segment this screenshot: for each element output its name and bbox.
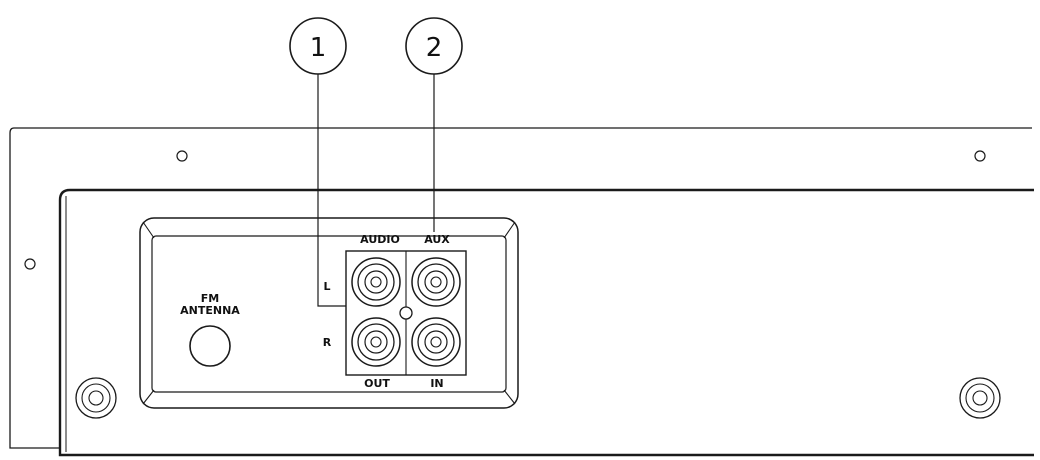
out-label: OUT [364,377,390,390]
inner-panel [58,188,1034,457]
outer-chassis-outline [9,127,1032,449]
aux-label: AUX [424,233,450,246]
fm-antenna-label-line1: FM [201,292,219,305]
callout-2-number: 2 [426,33,443,63]
in-label: IN [430,377,443,390]
aux-in-right-jack[interactable] [411,317,461,367]
fm-antenna-label-line2: ANTENNA [180,304,240,317]
foot-right [959,377,1001,419]
audio-out-right-jack[interactable] [351,317,401,367]
foot-left [75,377,117,419]
inner-panel-outline [58,188,1034,457]
callout-1-number: 1 [310,33,327,63]
left-channel-label: L [323,280,330,293]
rca-jack-block [345,250,467,376]
screw-hole-top-right [974,150,986,162]
connector-plate [139,217,519,409]
audio-out-left-jack[interactable] [351,257,401,307]
connector-plate-inner [151,235,507,393]
fm-antenna: FM ANTENNA [180,292,240,367]
screw-hole-side [24,258,36,270]
ground-screw [399,306,413,320]
callout-1: 1 [289,17,347,307]
outer-chassis [9,127,1032,449]
callout-2: 2 [405,17,463,232]
right-channel-label: R [323,336,332,349]
audio-label: AUDIO [360,233,400,246]
fm-antenna-socket[interactable] [189,325,231,367]
connector-plate-outer [139,217,519,409]
aux-in-left-jack[interactable] [411,257,461,307]
screw-hole-top-left [176,150,188,162]
